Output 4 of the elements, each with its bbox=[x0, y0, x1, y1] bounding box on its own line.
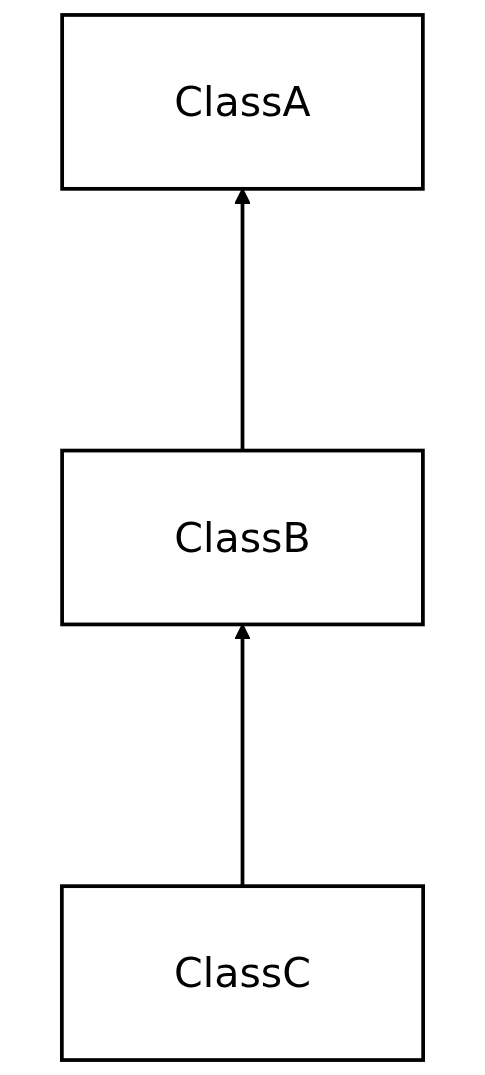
node-box: ClassA bbox=[60, 13, 425, 191]
node-box: ClassB bbox=[60, 448, 425, 627]
arrow bbox=[234, 188, 251, 451]
node-box: ClassC bbox=[60, 884, 425, 1062]
